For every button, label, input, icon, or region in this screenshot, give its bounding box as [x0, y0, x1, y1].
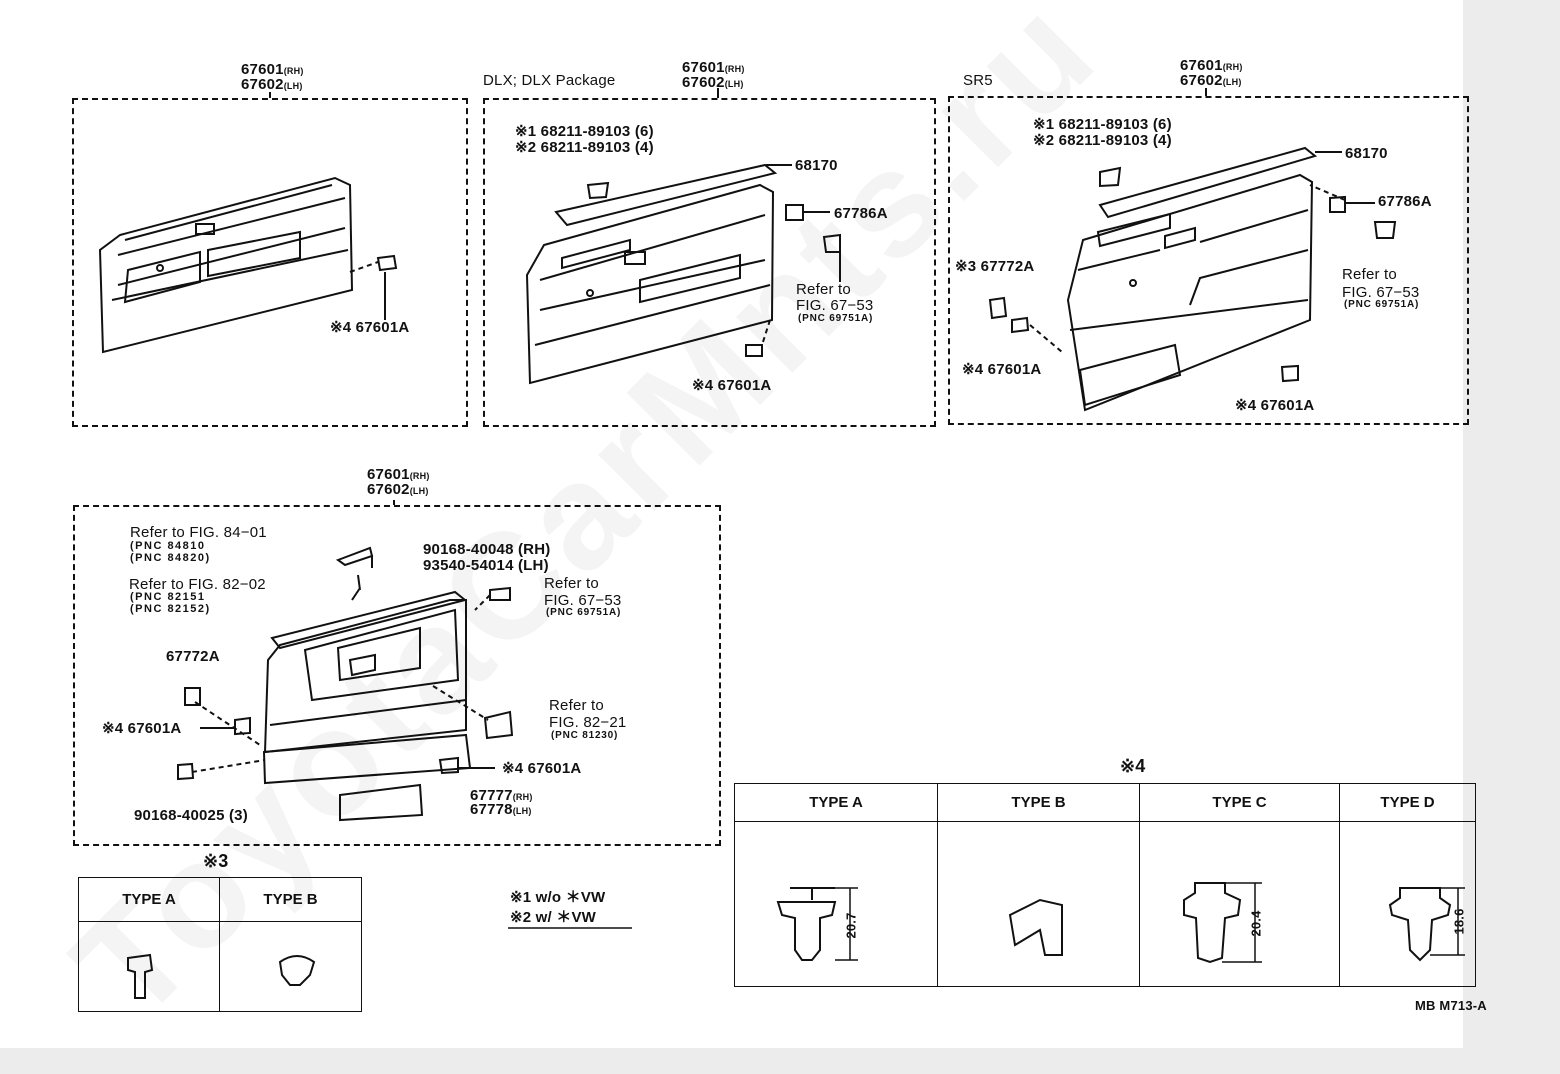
table4-type-b: TYPE B	[937, 783, 1140, 822]
panel4-pn-lh: 67602(LH)	[367, 481, 429, 498]
panel4-ref67-2: FIG. 67−53	[544, 592, 622, 609]
panel4-ref82-21-3: (PNC 81230)	[551, 730, 619, 741]
table4-type-d: TYPE D	[1339, 783, 1476, 822]
panel3-clip3: ※3 67772A	[955, 258, 1035, 275]
panel2-refer-1: Refer to	[796, 281, 851, 298]
panel4-screw-lh: 93540-54014 (LH)	[423, 557, 549, 574]
panel3-refer-3: (PNC 69751A)	[1344, 299, 1420, 310]
panel3-refer-2: FIG. 67−53	[1342, 284, 1420, 301]
table3-cell-a	[78, 921, 220, 1012]
panel4-pnc84a: (PNC 84810	[130, 540, 206, 552]
panel4-ref82-21-1: Refer to	[549, 697, 604, 714]
table3-cell-b	[219, 921, 362, 1012]
table4: TYPE A TYPE B TYPE C TYPE D	[734, 783, 1476, 987]
panel4-pnc82a: (PNC 82151	[130, 591, 206, 603]
panel-1-frame	[72, 98, 468, 427]
panel-3-frame	[948, 96, 1469, 425]
dim-type-a: 20.7	[843, 912, 859, 939]
panel2-pn-rh: 67601(RH)	[682, 59, 745, 76]
panel3-clip-a: 67786A	[1378, 193, 1432, 210]
panel1-pn-rh: 67601(RH)	[241, 61, 304, 78]
panel3-pn-lh: 67602(LH)	[1180, 72, 1242, 89]
panel3-variant: SR5	[963, 72, 993, 89]
door-trim-panel-3	[988, 146, 1397, 412]
panel2-weatherstrip: 68170	[795, 157, 838, 174]
panel4-ref67-3: (PNC 69751A)	[546, 607, 622, 618]
panel-2-frame	[483, 98, 936, 427]
table3-title: ※3	[203, 851, 229, 871]
panel4-clip4b: ※4 67601A	[502, 760, 582, 777]
panel3-note2: ※2 68211-89103 (4)	[1033, 132, 1172, 149]
panel3-pn-rh: 67601(RH)	[1180, 57, 1243, 74]
table4-type-a: TYPE A	[734, 783, 938, 822]
panel4-pnc84b: (PNC 84820)	[130, 552, 211, 564]
table4-cell-d	[1339, 821, 1476, 987]
panel4-pn-rh: 67601(RH)	[367, 466, 430, 483]
table3-type-a: TYPE A	[78, 877, 220, 922]
panel2-clip-label: ※4 67601A	[692, 377, 772, 394]
dim-type-d: 18.6	[1451, 908, 1467, 935]
door-trim-panel-1	[98, 176, 398, 354]
legend-line1: ※1 w/o ＊VW	[510, 889, 606, 906]
bottom-margin	[0, 1048, 1463, 1074]
panel3-weatherstrip: 68170	[1345, 145, 1388, 162]
panel4-ref82-21-2: FIG. 82−21	[549, 714, 627, 731]
door-trim-panel-4	[177, 546, 514, 822]
right-margin	[1463, 0, 1560, 1074]
panel3-clip4b: ※4 67601A	[1235, 397, 1315, 414]
panel2-clip-a: 67786A	[834, 205, 888, 222]
legend-line2: ※2 w/ ＊VW	[510, 909, 597, 926]
panel2-variant: DLX; DLX Package	[483, 72, 616, 89]
table3-type-b: TYPE B	[219, 877, 362, 922]
panel4-screw3: 90168-40025 (3)	[134, 807, 248, 824]
panel4-pocket-rh: 67777(RH)	[470, 787, 533, 804]
panel4-ref82-02: Refer to FIG. 82−02	[129, 576, 266, 593]
panel4-screw-rh: 90168-40048 (RH)	[423, 541, 551, 558]
table3: TYPE A TYPE B	[78, 877, 362, 1012]
table4-title: ※4	[1120, 756, 1146, 776]
table4-cell-a	[734, 821, 938, 987]
panel1-pn-lh: 67602(LH)	[241, 76, 303, 93]
panel2-pn-lh: 67602(LH)	[682, 74, 744, 91]
panel2-refer-3: (PNC 69751A)	[798, 313, 874, 324]
dim-type-c: 20.4	[1248, 910, 1264, 937]
panel3-clip4a: ※4 67601A	[962, 361, 1042, 378]
table4-cell-b	[937, 821, 1140, 987]
drawing-code: MB M713-A	[1415, 998, 1487, 1013]
panel1-clip-label: ※4 67601A	[330, 319, 410, 336]
panel2-note1: ※1 68211-89103 (6)	[515, 123, 654, 140]
panel4-clip4a: ※4 67601A	[102, 720, 182, 737]
panel2-refer-2: FIG. 67−53	[796, 297, 874, 314]
panel3-refer-1: Refer to	[1342, 266, 1397, 283]
table4-type-c: TYPE C	[1139, 783, 1340, 822]
panel3-note1: ※1 68211-89103 (6)	[1033, 116, 1172, 133]
panel2-note2: ※2 68211-89103 (4)	[515, 139, 654, 156]
panel4-ref67-1: Refer to	[544, 575, 599, 592]
leader-lines	[269, 88, 1207, 505]
panel4-pnc82b: (PNC 82152)	[130, 603, 211, 615]
panel4-ref84: Refer to FIG. 84−01	[130, 524, 267, 541]
table4-cell-c	[1139, 821, 1340, 987]
panel4-clip3: 67772A	[166, 648, 220, 665]
door-trim-panel-2	[525, 163, 841, 385]
panel-4-frame	[73, 505, 721, 846]
panel4-pocket-lh: 67778(LH)	[470, 801, 532, 818]
